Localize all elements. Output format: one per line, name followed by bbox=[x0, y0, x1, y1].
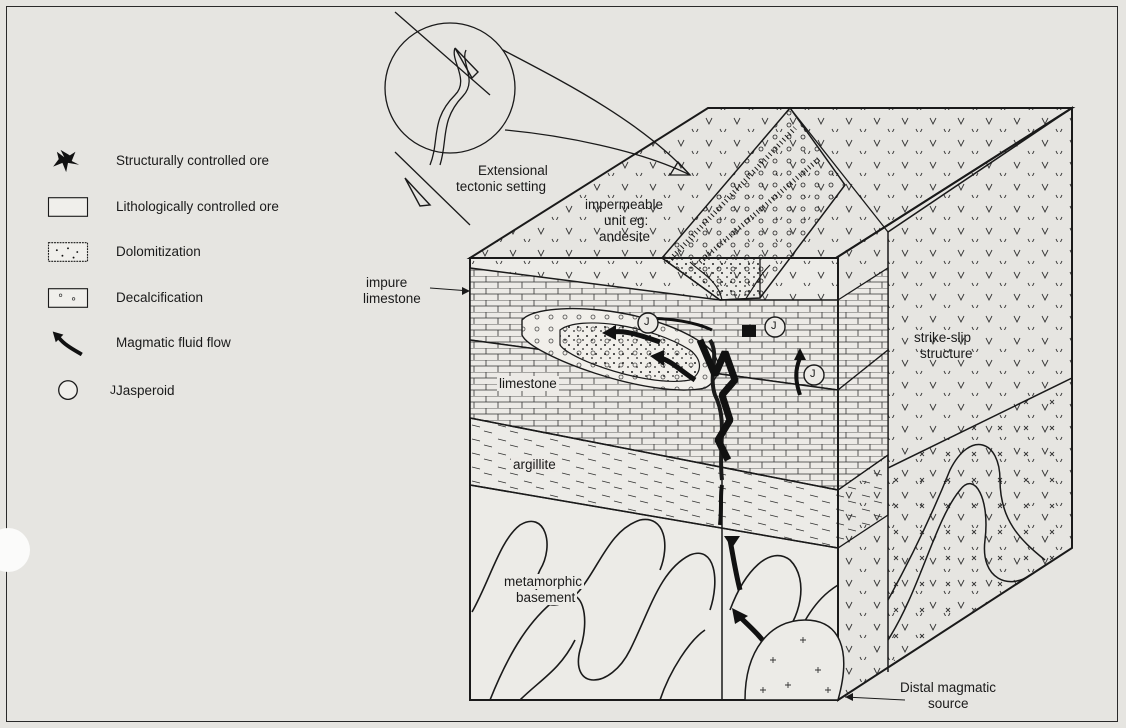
dolomitization-zone bbox=[559, 322, 700, 382]
label-distal-magmatic: Distal magmatic bbox=[900, 680, 997, 695]
legend-label: Jasperoid bbox=[116, 383, 175, 398]
legend-label: Magmatic fluid flow bbox=[116, 335, 231, 350]
legend-label: Decalcification bbox=[116, 290, 204, 305]
empty-box-icon bbox=[47, 197, 89, 217]
ore-cluster-icon bbox=[53, 149, 80, 173]
label-structure: structure bbox=[920, 346, 973, 361]
label-argillite: argillite bbox=[511, 457, 558, 472]
dotted-box-icon bbox=[47, 242, 89, 262]
label-source: source bbox=[928, 696, 969, 711]
jasperoid-symbol: J bbox=[110, 383, 116, 397]
tectonic-inset bbox=[384, 22, 516, 154]
label-tectonic-setting: tectonic setting bbox=[456, 179, 547, 194]
label-impure: impure bbox=[366, 275, 408, 290]
jasperoid-marker: J bbox=[644, 316, 650, 328]
curved-arrow-icon bbox=[52, 331, 83, 356]
legend-label: Lithologically controlled ore bbox=[116, 199, 279, 214]
magmatic-source bbox=[744, 619, 845, 701]
circled-j-icon bbox=[58, 380, 78, 401]
open-circle-box-icon bbox=[47, 288, 89, 308]
label-andesite: andesite bbox=[599, 229, 651, 244]
figure-frame bbox=[6, 6, 1118, 722]
label-metamorphic: metamorphic bbox=[502, 574, 585, 589]
fluid-conduit bbox=[708, 338, 724, 481]
label-basement: basement bbox=[514, 590, 578, 605]
legend-label: Dolomitization bbox=[116, 244, 201, 259]
legend-label: Structurally controlled ore bbox=[116, 153, 270, 168]
label-impermeable: impermeable bbox=[585, 197, 664, 212]
label-impure-limestone: limestone bbox=[363, 291, 421, 306]
jasperoid-marker: J bbox=[771, 320, 777, 332]
label-strike-slip: strike-slip bbox=[914, 330, 972, 345]
jasperoid-marker: J bbox=[810, 368, 816, 380]
label-extensional: Extensional bbox=[478, 163, 548, 178]
label-unit-eg: unit eg: bbox=[604, 213, 649, 228]
label-limestone: limestone bbox=[497, 376, 559, 391]
